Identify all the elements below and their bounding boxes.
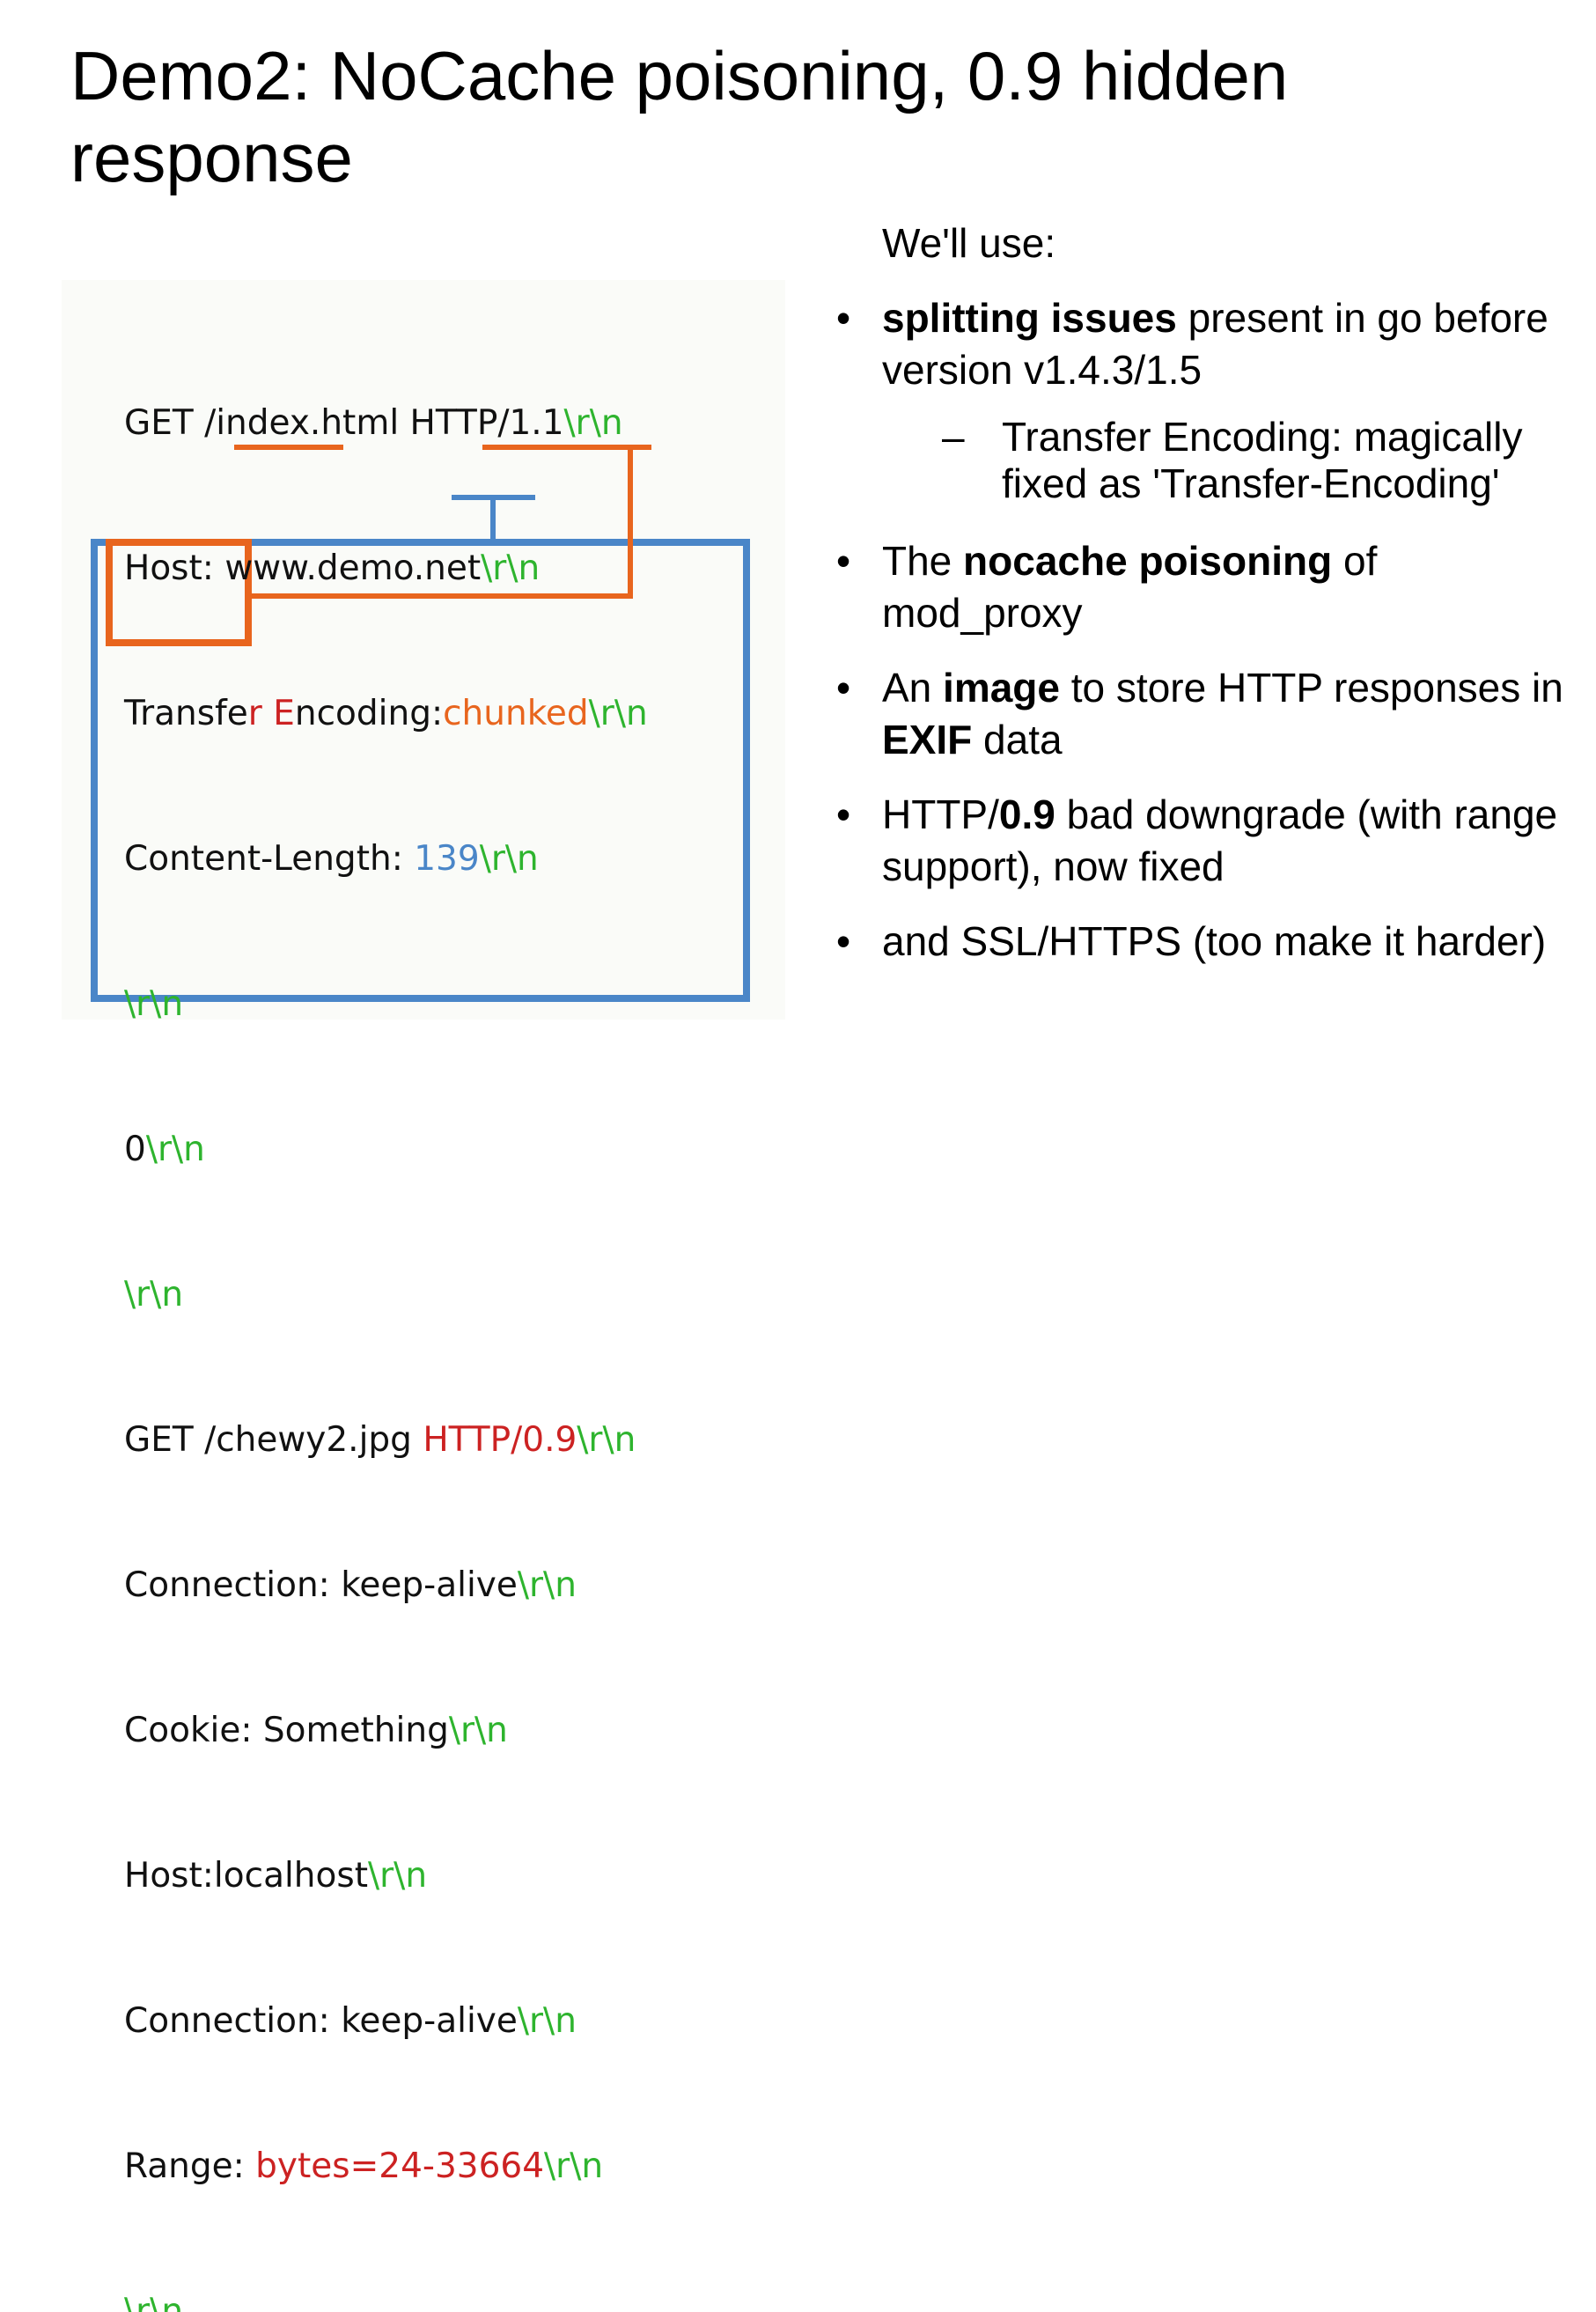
code-line: Connection: keep-alive\r\n	[124, 1997, 648, 2045]
crlf-token: \r\n	[517, 1565, 577, 1605]
chunk-end-box	[106, 539, 252, 646]
code-line: Host: www.demo.net\r\n	[124, 544, 648, 593]
code-line: \r\n	[124, 980, 648, 1028]
bullet-list: • splitting issues present in go before …	[836, 292, 1576, 990]
code-line: GET /chewy2.jpg HTTP/0.9\r\n	[124, 1416, 648, 1464]
bullet-text: and SSL/HTTPS (too make it harder)	[882, 918, 1547, 964]
crlf-token: \r\n	[448, 1711, 508, 1750]
bullet-bold: EXIF	[882, 717, 973, 762]
bullet-text: bad downgrade (with range support), now …	[882, 792, 1558, 889]
bullet-dot-icon: •	[836, 665, 851, 711]
code-text: Transfe	[124, 694, 248, 733]
crlf-token: \r\n	[544, 2146, 604, 2186]
crlf-token: \r\n	[479, 839, 539, 879]
code-line: Cookie: Something\r\n	[124, 1706, 648, 1755]
http09-token: HTTP/0.9	[423, 1420, 577, 1460]
bullet-text: The	[882, 538, 964, 584]
bullet-dot-icon: •	[836, 295, 851, 341]
http-request-diagram	[62, 280, 785, 1020]
bullet-item: • An image to store HTTP responses in EX…	[836, 662, 1576, 766]
content-length-value: 139	[414, 839, 480, 879]
code-text: Host: www.demo.net	[124, 549, 482, 588]
code-text: GET /chewy2.jpg	[124, 1420, 423, 1460]
bullet-dot-icon: •	[836, 918, 851, 964]
bullet-dot-icon: •	[836, 538, 851, 584]
bullet-text: to store HTTP responses in	[1060, 665, 1563, 711]
crlf-token: \r\n	[145, 1130, 205, 1169]
bullet-item: • splitting issues present in go before …	[836, 292, 1576, 396]
range-token: bytes=24-33664	[255, 2146, 545, 2186]
sub-bullet-text: Transfer Encoding: magically fixed as 'T…	[1002, 414, 1523, 506]
crlf-token: \r\n	[481, 549, 541, 588]
code-line: Range: bytes=24-33664\r\n	[124, 2142, 648, 2191]
crlf-token: \r\n	[368, 1856, 428, 1896]
chunked-token: chunked	[443, 694, 589, 733]
code-line: GET /index.html HTTP/1.1\r\n	[124, 399, 648, 447]
code-line: Content-Length: 139\r\n	[124, 835, 648, 883]
bullet-text: of mod_proxy	[882, 538, 1378, 636]
code-text: 0	[124, 1130, 146, 1169]
crlf-token: \r\n	[563, 403, 623, 443]
code-text: Host:localhost	[124, 1856, 368, 1896]
bullet-item: • The nocache poisoning of mod_proxy	[836, 535, 1576, 639]
slide-title: Demo2: NoCache poisoning, 0.9 hidden res…	[70, 37, 1289, 196]
crlf-token: \r\n	[124, 984, 184, 1024]
crlf-token: \r\n	[577, 1420, 636, 1460]
bullet-text: data	[972, 717, 1063, 762]
code-text: GET /index.html HTTP/1.1	[124, 403, 564, 443]
code-text: Connection: keep-alive	[124, 1565, 518, 1605]
crlf-token: \r\n	[124, 1275, 184, 1314]
bullet-bold: nocache poisoning	[963, 538, 1333, 584]
code-text: Cookie: Something	[124, 1711, 449, 1750]
code-text: Connection: keep-alive	[124, 2001, 518, 2041]
smuggled-body-box	[91, 539, 750, 1002]
bullet-text: HTTP/	[882, 792, 999, 837]
crlf-token: \r\n	[124, 2292, 184, 2312]
bullet-item: • and SSL/HTTPS (too make it harder)	[836, 916, 1576, 968]
code-text: ncoding:	[294, 694, 444, 733]
bullet-dot-icon: •	[836, 792, 851, 837]
crlf-token: \r\n	[588, 694, 648, 733]
code-line: Transfer Encoding:chunked\r\n	[124, 689, 648, 738]
chunked-connector	[248, 447, 633, 599]
code-line: \r\n	[124, 1270, 648, 1319]
crlf-token: \r\n	[517, 2001, 577, 2041]
transfer-encoding-highlight: r E	[247, 694, 295, 733]
bullet-item: • HTTP/0.9 bad downgrade (with range sup…	[836, 789, 1576, 893]
code-line: 0\r\n	[124, 1125, 648, 1174]
bullet-text: present in go before version v1.4.3/1.5	[882, 295, 1548, 393]
code-line: Host:localhost\r\n	[124, 1852, 648, 1900]
code-line: \r\n	[124, 2287, 648, 2312]
code-text: Content-Length:	[124, 839, 415, 879]
code-text: Range:	[124, 2146, 256, 2186]
diagram-annotations	[91, 445, 750, 1002]
bullet-bold: image	[943, 665, 1060, 711]
http-request-code: GET /index.html HTTP/1.1\r\n Host: www.d…	[124, 302, 648, 2312]
code-line: Connection: keep-alive\r\n	[124, 1561, 648, 1609]
sub-bullet-item: – Transfer Encoding: magically fixed as …	[942, 414, 1576, 507]
bullet-text: An	[882, 665, 944, 711]
intro-text: We'll use:	[882, 220, 1056, 266]
bullet-bold: splitting issues	[882, 295, 1177, 341]
dash-icon: –	[942, 414, 965, 460]
bullet-bold: 0.9	[998, 792, 1055, 837]
